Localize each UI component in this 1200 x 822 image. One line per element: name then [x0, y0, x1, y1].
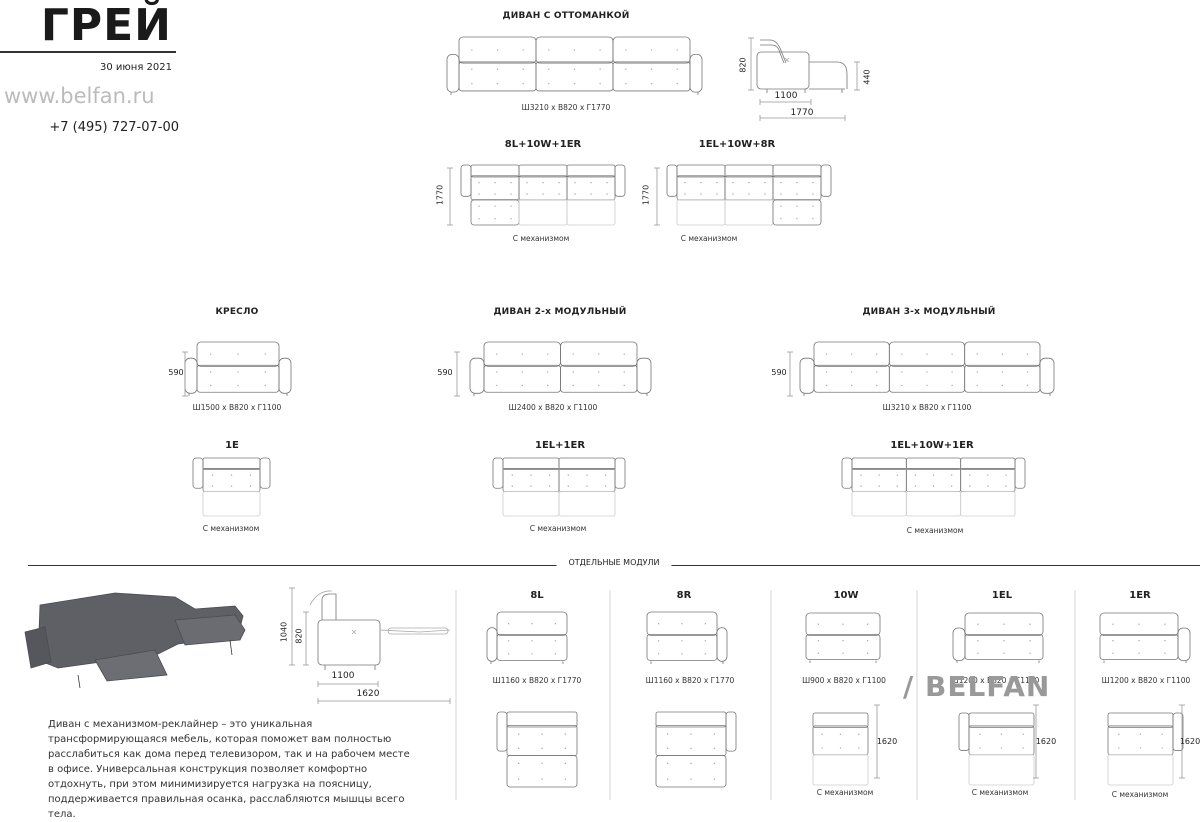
sofa-3-front-view	[799, 341, 1055, 396]
recliner-depth-open: 1620	[356, 689, 380, 699]
module-code: 10W	[833, 590, 859, 601]
model-code: 1EL+10W+1ER	[890, 440, 974, 451]
side-depth-1770: 1770	[790, 108, 814, 118]
config-1EL-10W-8R-top	[666, 164, 832, 226]
recliner-side-diagram	[309, 590, 451, 670]
model-title: КРЕСЛО	[215, 307, 259, 317]
ottoman-front-view	[446, 36, 703, 95]
module-dims: Ш1200 х В820 х Г1100	[1101, 676, 1191, 685]
ottoman-dims: Ш3210 х В820 х Г1770	[521, 103, 611, 112]
module-code: 8L	[530, 590, 544, 601]
module-1ER-front	[1099, 612, 1191, 663]
recliner-description: Диван с механизмом-реклайнер – это уника…	[48, 719, 410, 820]
model-dims: Ш1500 х В820 х Г1100	[192, 403, 282, 412]
module-8L-front	[486, 611, 568, 664]
module-1EL-front	[952, 612, 1044, 663]
module-depth: 1620	[876, 737, 898, 746]
module-depth-dim	[1033, 704, 1039, 779]
recliner-depth-open-dim	[317, 698, 451, 704]
model-dims: Ш2400 х В820 х Г1100	[508, 403, 598, 412]
model-note: С механизмом	[529, 524, 587, 533]
module-note: С механизмом	[1111, 790, 1169, 799]
module-depth: 1620	[1035, 737, 1057, 746]
height-dim	[454, 351, 460, 397]
module-8R-top	[655, 711, 737, 788]
ottoman-side-view	[756, 39, 848, 93]
model-note: С механизмом	[202, 524, 260, 533]
module-depth-dim	[1179, 704, 1185, 779]
module-note: С механизмом	[971, 788, 1029, 797]
sofa-photo	[24, 592, 246, 689]
module-dims: Ш1200 х В820 х Г1100	[950, 676, 1040, 685]
phone-number: +7 (495) 727-07-00	[49, 120, 179, 135]
recliner-height: 820	[294, 628, 304, 644]
website-link[interactable]: www.belfan.ru	[4, 84, 155, 108]
side-height-dim	[748, 37, 754, 91]
config-code: 8L+10W+1ER	[504, 139, 582, 150]
module-depth: 1620	[1179, 737, 1200, 746]
product-title: ГРЕЙ	[40, 0, 172, 51]
module-note: С механизмом	[816, 788, 874, 797]
side-seat-label: 440	[862, 69, 872, 85]
module-10W-front	[805, 612, 881, 663]
belfan-logo: / BELFAN	[903, 670, 1051, 703]
armchair-top-view	[192, 457, 271, 517]
model-code: 1E	[225, 440, 239, 451]
model-code: 1EL+1ER	[534, 440, 586, 451]
recliner-height-dim	[303, 611, 309, 666]
model-title: ДИВАН 2-х МОДУЛЬНЫЙ	[493, 307, 627, 317]
height-dim	[787, 351, 793, 397]
config-note: С механизмом	[512, 234, 570, 243]
module-code: 8R	[676, 590, 692, 601]
module-8R-front	[646, 611, 728, 664]
module-10W-top	[812, 712, 869, 786]
sofa-2-front-view	[469, 341, 652, 396]
module-depth-dim	[874, 704, 880, 779]
model-title: ДИВАН 3-х МОДУЛЬНЫЙ	[862, 307, 996, 317]
config-depth-dim	[447, 167, 453, 226]
sofa-2-top-view	[492, 457, 626, 517]
model-height: 590	[771, 368, 787, 377]
module-code: 1ER	[1129, 590, 1151, 601]
ottoman-title: ДИВАН С ОТТОМАНКОЙ	[502, 11, 630, 21]
module-1ER-top	[1107, 712, 1184, 786]
module-1EL-top	[958, 712, 1035, 786]
recliner-height-total-dim	[289, 587, 295, 666]
config-depth-dim	[654, 167, 660, 226]
config-depth: 1770	[641, 184, 651, 206]
model-height: 590	[168, 368, 184, 377]
sofa-3-top-view	[841, 457, 1026, 517]
module-dims: Ш1160 х В820 х Г1770	[492, 676, 582, 685]
side-depth-1100: 1100	[774, 91, 798, 101]
title-underline	[0, 51, 176, 53]
recliner-depth-dim	[317, 681, 379, 687]
height-dim	[182, 351, 188, 397]
model-height: 590	[437, 368, 453, 377]
config-depth: 1770	[435, 184, 445, 206]
config-note: С механизмом	[680, 234, 738, 243]
module-8L-top	[496, 711, 578, 788]
model-dims: Ш3210 х В820 х Г1100	[882, 403, 972, 412]
document-date: 30 июня 2021	[99, 62, 172, 73]
side-depth-1100-dim	[759, 99, 812, 105]
side-seat-dim	[854, 61, 860, 91]
recliner-depth: 1100	[331, 671, 355, 681]
model-note: С механизмом	[906, 526, 964, 535]
config-code: 1EL+10W+8R	[698, 139, 776, 150]
side-height-label: 820	[738, 57, 748, 73]
module-dims: Ш1160 х В820 х Г1770	[645, 676, 735, 685]
module-dims: Ш900 х В820 х Г1100	[802, 676, 886, 685]
side-depth-1770-dim	[759, 115, 846, 121]
config-8L-10W-1ER-top	[460, 164, 626, 226]
recliner-height-total: 1040	[279, 621, 289, 643]
module-code: 1EL	[991, 590, 1013, 601]
armchair-front-view	[184, 341, 292, 396]
modules-section-title: ОТДЕЛЬНЫЕ МОДУЛИ	[556, 558, 672, 567]
